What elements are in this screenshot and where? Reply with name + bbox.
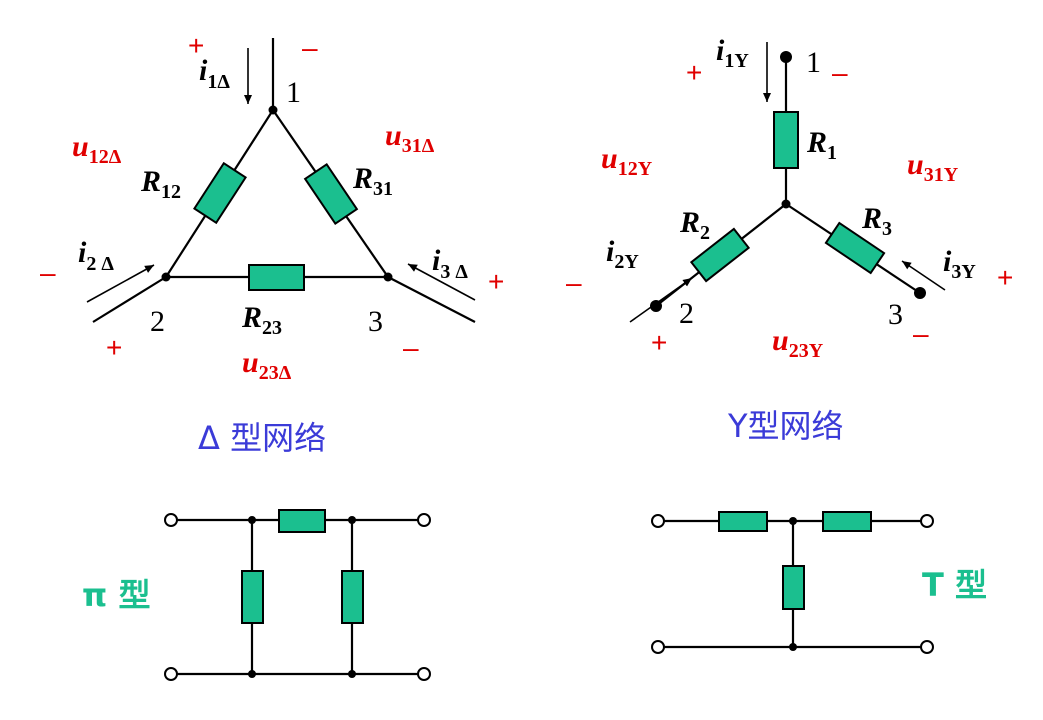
wye-u23-label: u23Y bbox=[772, 324, 824, 362]
pi-left-resistor bbox=[241, 570, 264, 624]
wye-minus-1: – bbox=[832, 57, 848, 88]
tee-left-resistor bbox=[718, 511, 768, 532]
pi-node-bl bbox=[248, 670, 256, 678]
tee-terminal-tl bbox=[651, 514, 665, 528]
wye-terminal-1 bbox=[780, 51, 792, 63]
delta-u12-label: u12Δ bbox=[72, 130, 122, 168]
wye-r2-label: R2 bbox=[679, 206, 710, 244]
wye-i3-label: i3Y bbox=[943, 245, 976, 283]
wye-plus-1: + bbox=[686, 57, 702, 88]
pi-terminal-br bbox=[417, 667, 431, 681]
resistor-r3 bbox=[824, 221, 886, 275]
delta-minus-2: – bbox=[40, 257, 56, 288]
pi-node-tl bbox=[248, 516, 256, 524]
pi-terminal-tl bbox=[164, 513, 178, 527]
tee-terminal-tr bbox=[920, 514, 934, 528]
delta-node-2 bbox=[161, 272, 171, 282]
resistor-r2 bbox=[689, 227, 751, 283]
delta-i2-label: i2 Δ bbox=[78, 236, 114, 275]
wye-node-1-label: 1 bbox=[806, 46, 821, 79]
delta-r31-label: R31 bbox=[352, 162, 393, 200]
delta-plus-1: + bbox=[188, 30, 204, 61]
wye-terminal-3 bbox=[914, 287, 926, 299]
delta-plus-2: + bbox=[106, 332, 122, 363]
wye-title: Y型网络 bbox=[727, 407, 844, 445]
tee-terminal-bl bbox=[651, 640, 665, 654]
resistor-r31 bbox=[303, 162, 359, 226]
wye-i1-label: i1Y bbox=[716, 34, 749, 72]
delta-r12-label: R12 bbox=[140, 165, 181, 203]
wye-plus-3: + bbox=[997, 262, 1013, 293]
tee-terminal-br bbox=[920, 640, 934, 654]
pi-terminal-bl bbox=[164, 667, 178, 681]
pi-network: π 型 bbox=[82, 509, 431, 681]
wye-r3-label: R3 bbox=[861, 202, 892, 240]
wye-plus-2: + bbox=[651, 327, 667, 358]
delta-i1-label: i1Δ bbox=[199, 54, 230, 93]
delta-i3-label: i3 Δ bbox=[432, 244, 468, 283]
wye-i3-arrow bbox=[901, 260, 946, 291]
wye-u12-label: u12Y bbox=[601, 142, 653, 180]
delta-lead-2 bbox=[92, 276, 167, 323]
resistor-r1 bbox=[773, 111, 799, 169]
delta-minus-3: – bbox=[403, 332, 419, 363]
delta-node-1 bbox=[268, 105, 278, 115]
delta-node-1-label: 1 bbox=[286, 76, 301, 109]
wye-network: 1 2 3 R1 R2 R3 i1Y i2Y i3Y u12Y u31Y u23… bbox=[566, 34, 1013, 445]
delta-title: Δ 型网络 bbox=[198, 419, 326, 457]
wye-minus-3: – bbox=[913, 318, 929, 349]
resistor-r23 bbox=[248, 264, 305, 291]
delta-node-3-label: 3 bbox=[368, 305, 383, 338]
delta-plus-3: + bbox=[488, 266, 504, 297]
pi-node-br bbox=[348, 670, 356, 678]
wye-terminal-2 bbox=[650, 300, 662, 312]
tee-node-top bbox=[789, 517, 797, 525]
wye-minus-2: – bbox=[566, 267, 582, 298]
wye-node-3-label: 3 bbox=[888, 298, 903, 331]
tee-shunt-resistor bbox=[782, 565, 805, 610]
delta-r23-label: R23 bbox=[241, 301, 282, 339]
resistor-r12 bbox=[193, 161, 247, 225]
pi-node-tr bbox=[348, 516, 356, 524]
wye-node-2-label: 2 bbox=[679, 297, 694, 330]
wye-center-node bbox=[781, 199, 791, 209]
delta-i3-arrow bbox=[407, 263, 476, 301]
tee-network: T 型 bbox=[651, 511, 987, 654]
delta-network: 1 2 3 R12 R31 R23 i1Δ i2 Δ i3 Δ u12Δ u31… bbox=[40, 30, 504, 457]
delta-i2-arrow bbox=[86, 264, 155, 303]
delta-u31-label: u31Δ bbox=[385, 119, 435, 157]
pi-series-resistor bbox=[278, 509, 326, 533]
delta-lead-3 bbox=[387, 276, 476, 323]
delta-minus-1: – bbox=[302, 32, 318, 63]
tee-right-resistor bbox=[822, 511, 872, 532]
tee-title: T 型 bbox=[922, 566, 987, 604]
delta-u23-label: u23Δ bbox=[242, 346, 292, 384]
wye-i2-arrow bbox=[629, 277, 693, 323]
tee-node-bottom bbox=[789, 643, 797, 651]
pi-terminal-tr bbox=[417, 513, 431, 527]
pi-right-resistor bbox=[341, 570, 364, 624]
wye-u31-label: u31Y bbox=[907, 148, 959, 186]
wye-r1-label: R1 bbox=[806, 126, 837, 164]
pi-title: π 型 bbox=[82, 576, 150, 614]
wye-i2-label: i2Y bbox=[606, 235, 639, 273]
delta-node-3 bbox=[383, 272, 393, 282]
delta-node-2-label: 2 bbox=[150, 305, 165, 338]
